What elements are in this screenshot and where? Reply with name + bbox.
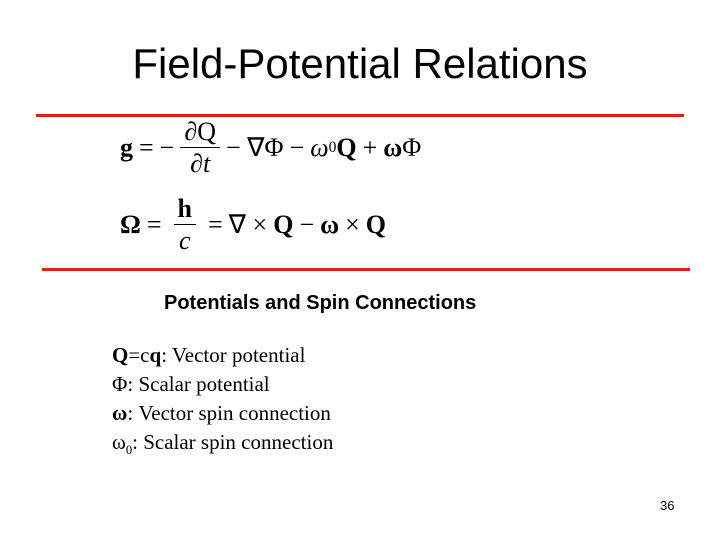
definition-item: Φ: Scalar potential bbox=[112, 370, 333, 399]
eq2-equals-1: = bbox=[146, 209, 162, 239]
eq2-cross: × bbox=[345, 209, 360, 239]
def-symbol-bold: q bbox=[149, 343, 162, 367]
eq1-equals: = bbox=[139, 132, 154, 162]
def-text: : Scalar spin connection bbox=[132, 430, 334, 454]
eq2-equals-2: = bbox=[207, 209, 223, 239]
eq2-omega: ω bbox=[320, 209, 340, 239]
def-symbol: ω bbox=[112, 401, 128, 425]
definition-item: ω0: Scalar spin connection bbox=[112, 428, 333, 465]
definition-item: Q=cq: Vector potential bbox=[112, 341, 333, 370]
eq1-omega0: ω bbox=[310, 132, 329, 162]
eq2-fraction: h c bbox=[173, 195, 196, 256]
def-symbol: Φ bbox=[112, 372, 128, 396]
definitions-list: Q=cq: Vector potential Φ: Scalar potenti… bbox=[112, 341, 333, 465]
eq1-plus: + bbox=[362, 132, 378, 162]
def-symbol-rest: =c bbox=[128, 343, 150, 367]
equation-omega: Ω = h c = ∇ × Q − ω × Q bbox=[120, 195, 386, 255]
def-text: : Vector spin connection bbox=[127, 401, 331, 425]
def-text: : Vector potential bbox=[161, 343, 306, 367]
eq2-frac-denominator: c bbox=[178, 226, 191, 256]
eq2-q2: Q bbox=[365, 209, 387, 239]
def-text: : Scalar potential bbox=[127, 372, 270, 396]
def-subscript: 0 bbox=[125, 443, 133, 458]
eq1-frac-numerator: ∂Q bbox=[180, 118, 220, 149]
definition-item: ω: Vector spin connection bbox=[112, 399, 333, 428]
top-divider bbox=[36, 114, 684, 117]
eq2-lhs: Ω bbox=[120, 209, 141, 239]
eq1-omega-subscript: 0 bbox=[328, 138, 337, 156]
eq2-minus: − bbox=[299, 209, 315, 239]
eq1-omega-bold: ω bbox=[383, 132, 403, 162]
eq2-q1: Q bbox=[273, 209, 294, 239]
eq1-minus: − bbox=[159, 132, 175, 162]
slide-title: Field-Potential Relations bbox=[132, 40, 588, 87]
section-subtitle: Potentials and Spin Connections bbox=[164, 292, 477, 314]
eq1-fraction: ∂Q ∂t bbox=[180, 118, 220, 178]
eq1-phi: Φ bbox=[402, 132, 422, 162]
eq1-minus-2: − bbox=[289, 132, 305, 162]
eq1-lhs: g bbox=[120, 132, 133, 162]
eq2-frac-numerator: h bbox=[173, 195, 196, 226]
def-symbol: Q bbox=[112, 343, 129, 367]
bottom-divider bbox=[42, 268, 690, 271]
def-symbol: ω bbox=[112, 430, 126, 454]
page-number: 36 bbox=[660, 498, 675, 513]
eq1-grad-term: − ∇Φ bbox=[225, 132, 284, 162]
eq1-frac-denominator: ∂t bbox=[190, 149, 211, 179]
eq2-curl: ∇ × bbox=[228, 209, 268, 239]
eq1-q: Q bbox=[336, 132, 357, 162]
